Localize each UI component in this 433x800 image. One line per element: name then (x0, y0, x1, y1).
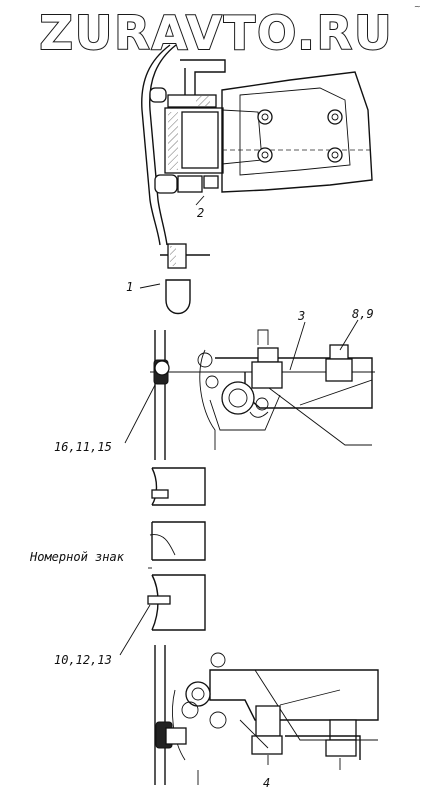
callout-8-9: 8,9 (352, 307, 374, 321)
license-plate-label: Номерной знак (30, 550, 124, 564)
callout-16-11-15: 16,11,15 (54, 440, 112, 454)
watermark-title: ZURAVTO.RU (39, 5, 394, 61)
callout-4: 4 (263, 776, 271, 790)
callout-10-12-13: 10,12,13 (54, 653, 112, 667)
corner-mark: ~ (414, 2, 421, 11)
lamp-part (139, 243, 210, 315)
callout-3: 3 (298, 309, 306, 323)
top-bracket-assembly (141, 44, 373, 246)
callout-1: 1 (126, 280, 134, 294)
plate-section (119, 467, 206, 656)
bottom-bracket-assembly (154, 645, 379, 785)
callout-2: 2 (197, 206, 205, 220)
middle-bracket-assembly (124, 319, 375, 460)
